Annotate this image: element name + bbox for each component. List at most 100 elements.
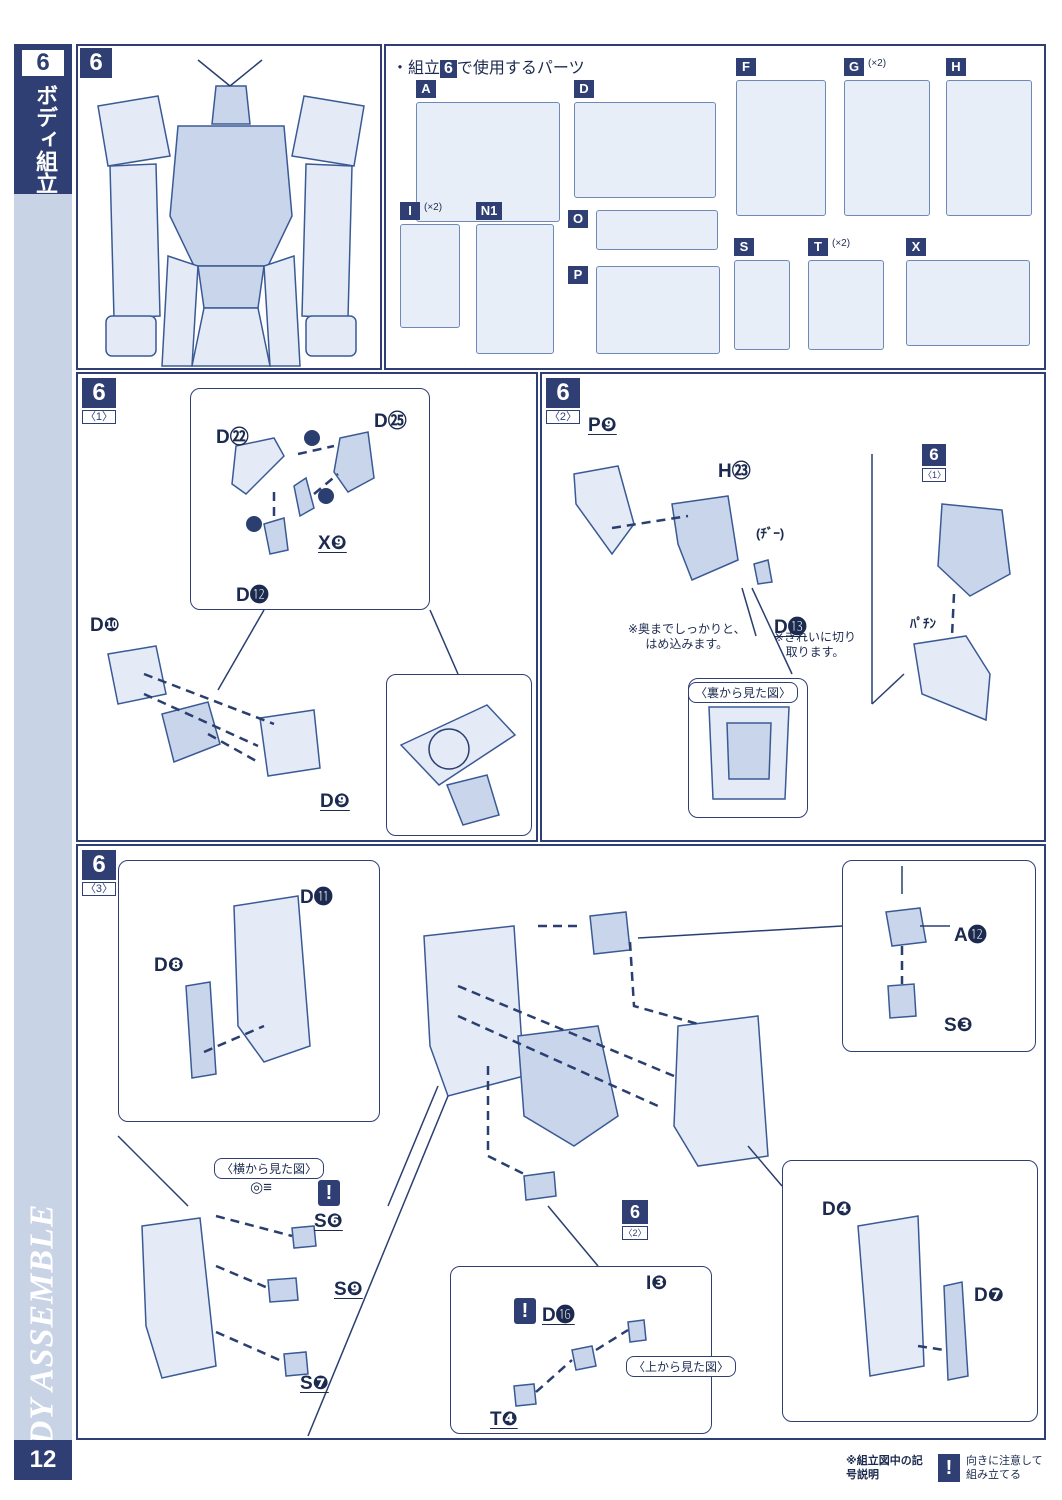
- runner-f: F: [736, 58, 826, 216]
- parts-used-heading-prefix: ・組立: [392, 60, 441, 77]
- runner-o-tag: O: [568, 210, 588, 228]
- step-6-3-drawing: [117, 866, 969, 1437]
- label-s3: S❸: [944, 1015, 973, 1036]
- sfx-text-2: ﾊﾟﾁﾝ: [910, 616, 936, 631]
- parts-used-heading-step: 6: [440, 60, 457, 78]
- runner-i: I (×2): [400, 202, 460, 328]
- step-6-2-number: 6: [546, 378, 580, 408]
- runner-t: T (×2): [808, 238, 884, 350]
- runner-d: D: [574, 80, 716, 198]
- ref-step-6-1-number: 6: [922, 444, 946, 466]
- runner-o-frame: [596, 210, 718, 250]
- section-title: ボディ組立: [33, 84, 58, 194]
- runner-d-tag: D: [574, 80, 594, 98]
- symbol-legend: ※組立図中の記号説明 ! 向きに注意して組み立てる: [846, 1454, 1046, 1488]
- runner-h: H: [946, 58, 1032, 216]
- step-6-3-number: 6: [82, 850, 116, 880]
- runner-t-tag: T: [808, 238, 828, 256]
- label-d12: D⓬: [236, 585, 269, 606]
- label-h23: H㉓: [718, 461, 751, 482]
- label-d10: D❿: [90, 615, 120, 636]
- step-6-2-badge: 6 〈2〉: [546, 378, 584, 424]
- step-6-3-sub: 〈3〉: [82, 882, 116, 896]
- runner-p: P: [568, 266, 720, 354]
- a12-s3-inset: [842, 860, 1036, 1052]
- runner-o: O: [568, 210, 718, 250]
- step-6-1-sub: 〈1〉: [82, 410, 116, 424]
- runner-a: A: [416, 80, 560, 222]
- closeup-drawing: [399, 704, 517, 826]
- label-i3: I❸: [646, 1273, 668, 1294]
- runner-t-qty: (×2): [832, 238, 851, 249]
- back-view-drawing: [708, 706, 790, 800]
- step-6-2-panel: 6 〈2〉 P❾ H㉓ (ﾁﾞｰ) D⓭ ※奥までしっかりと、 はめ込みます。 …: [540, 372, 1046, 842]
- label-d9: D❾: [320, 791, 350, 812]
- runner-n1-tag: N1: [476, 202, 502, 220]
- runner-t-frame: [808, 260, 884, 350]
- runner-i-tag: I: [400, 202, 420, 220]
- side-view-caption: 〈横から見た図〉: [214, 1158, 325, 1179]
- ref-step-6-2-badge: 6 〈2〉: [622, 1200, 660, 1240]
- runner-x-tag: X: [906, 238, 926, 256]
- runner-h-frame: [946, 80, 1032, 216]
- runner-g-frame: [844, 80, 930, 216]
- label-a12: A⓬: [954, 925, 987, 946]
- runner-g-qty: (×2): [868, 58, 887, 69]
- label-d16: D⓰: [542, 1305, 575, 1326]
- note-fit-firmly: ※奥までしっかりと、 はめ込みます。: [628, 622, 746, 651]
- runner-a-tag: A: [416, 80, 436, 98]
- ref-step-6-1-badge: 6 〈1〉: [922, 444, 960, 482]
- back-view-caption: 〈裏から見た図〉: [688, 682, 799, 703]
- runner-n1-frame: [476, 224, 554, 354]
- step-6-3-panel: 6 〈3〉: [76, 844, 1046, 1440]
- label-x9: X❾: [318, 533, 347, 554]
- runner-d-frame: [574, 102, 716, 198]
- label-d13: D⓭: [774, 617, 807, 638]
- runner-h-tag: H: [946, 58, 966, 76]
- orientation-warning-icon-d16: !: [514, 1298, 536, 1324]
- orientation-warning-icon-s6: !: [318, 1180, 340, 1206]
- step-6-1-panel: 6 〈1〉 D㉒ D㉕ X❾ D⓬ D❿ D❾: [76, 372, 538, 842]
- label-d8: D❽: [154, 955, 184, 976]
- sfx-text-1: (ﾁﾞｰ): [756, 526, 785, 541]
- label-d22: D㉒: [216, 427, 249, 448]
- body-overview-panel: 6: [76, 44, 382, 370]
- overview-step-number: 6: [80, 48, 112, 78]
- runner-s: S: [734, 238, 790, 350]
- label-t4: T❹: [490, 1409, 518, 1430]
- ref-step-6-2-number: 6: [622, 1200, 648, 1224]
- runner-i-qty: (×2): [424, 202, 443, 213]
- page-number: 12: [14, 1440, 72, 1480]
- robot-upper-body-illustration: [97, 59, 365, 367]
- parts-used-heading-suffix: で使用するパーツ: [456, 60, 585, 77]
- ref-step-6-2-sub: 〈2〉: [622, 1226, 648, 1240]
- section-tag: 6 ボディ組立: [14, 44, 72, 194]
- step-6-1-closeup-inset: [386, 674, 532, 836]
- step-6-2-sub: 〈2〉: [546, 410, 580, 424]
- label-d25: D㉕: [374, 411, 407, 432]
- label-d4: D❹: [822, 1199, 852, 1220]
- legend-warning-icon: !: [938, 1454, 960, 1482]
- side-view-glyph: ◎≡: [250, 1179, 272, 1196]
- runner-s-frame: [734, 260, 790, 350]
- step-6-1-badge: 6 〈1〉: [82, 378, 120, 424]
- runner-f-tag: F: [736, 58, 756, 76]
- label-s7: S❼: [300, 1373, 329, 1394]
- ref-step-6-1-sub: 〈1〉: [922, 468, 947, 482]
- top-view-caption: 〈上から見た図〉: [626, 1356, 737, 1377]
- section-number: 6: [20, 48, 66, 78]
- label-p9: P❾: [588, 415, 617, 436]
- label-d11: D⓫: [300, 887, 333, 908]
- runner-f-frame: [736, 80, 826, 216]
- note-cut-cleanly: ※きれいに切り 取ります。: [774, 630, 857, 659]
- runner-n1: N1: [476, 202, 554, 354]
- step-6-1-detail-drawing: [107, 430, 459, 777]
- step-6-1-number: 6: [82, 378, 116, 408]
- runner-i-frame: [400, 224, 460, 328]
- label-s6: S❻: [314, 1211, 343, 1232]
- step-6-3-badge: 6 〈3〉: [82, 850, 120, 896]
- runner-s-tag: S: [734, 238, 754, 256]
- runner-p-frame: [596, 266, 720, 354]
